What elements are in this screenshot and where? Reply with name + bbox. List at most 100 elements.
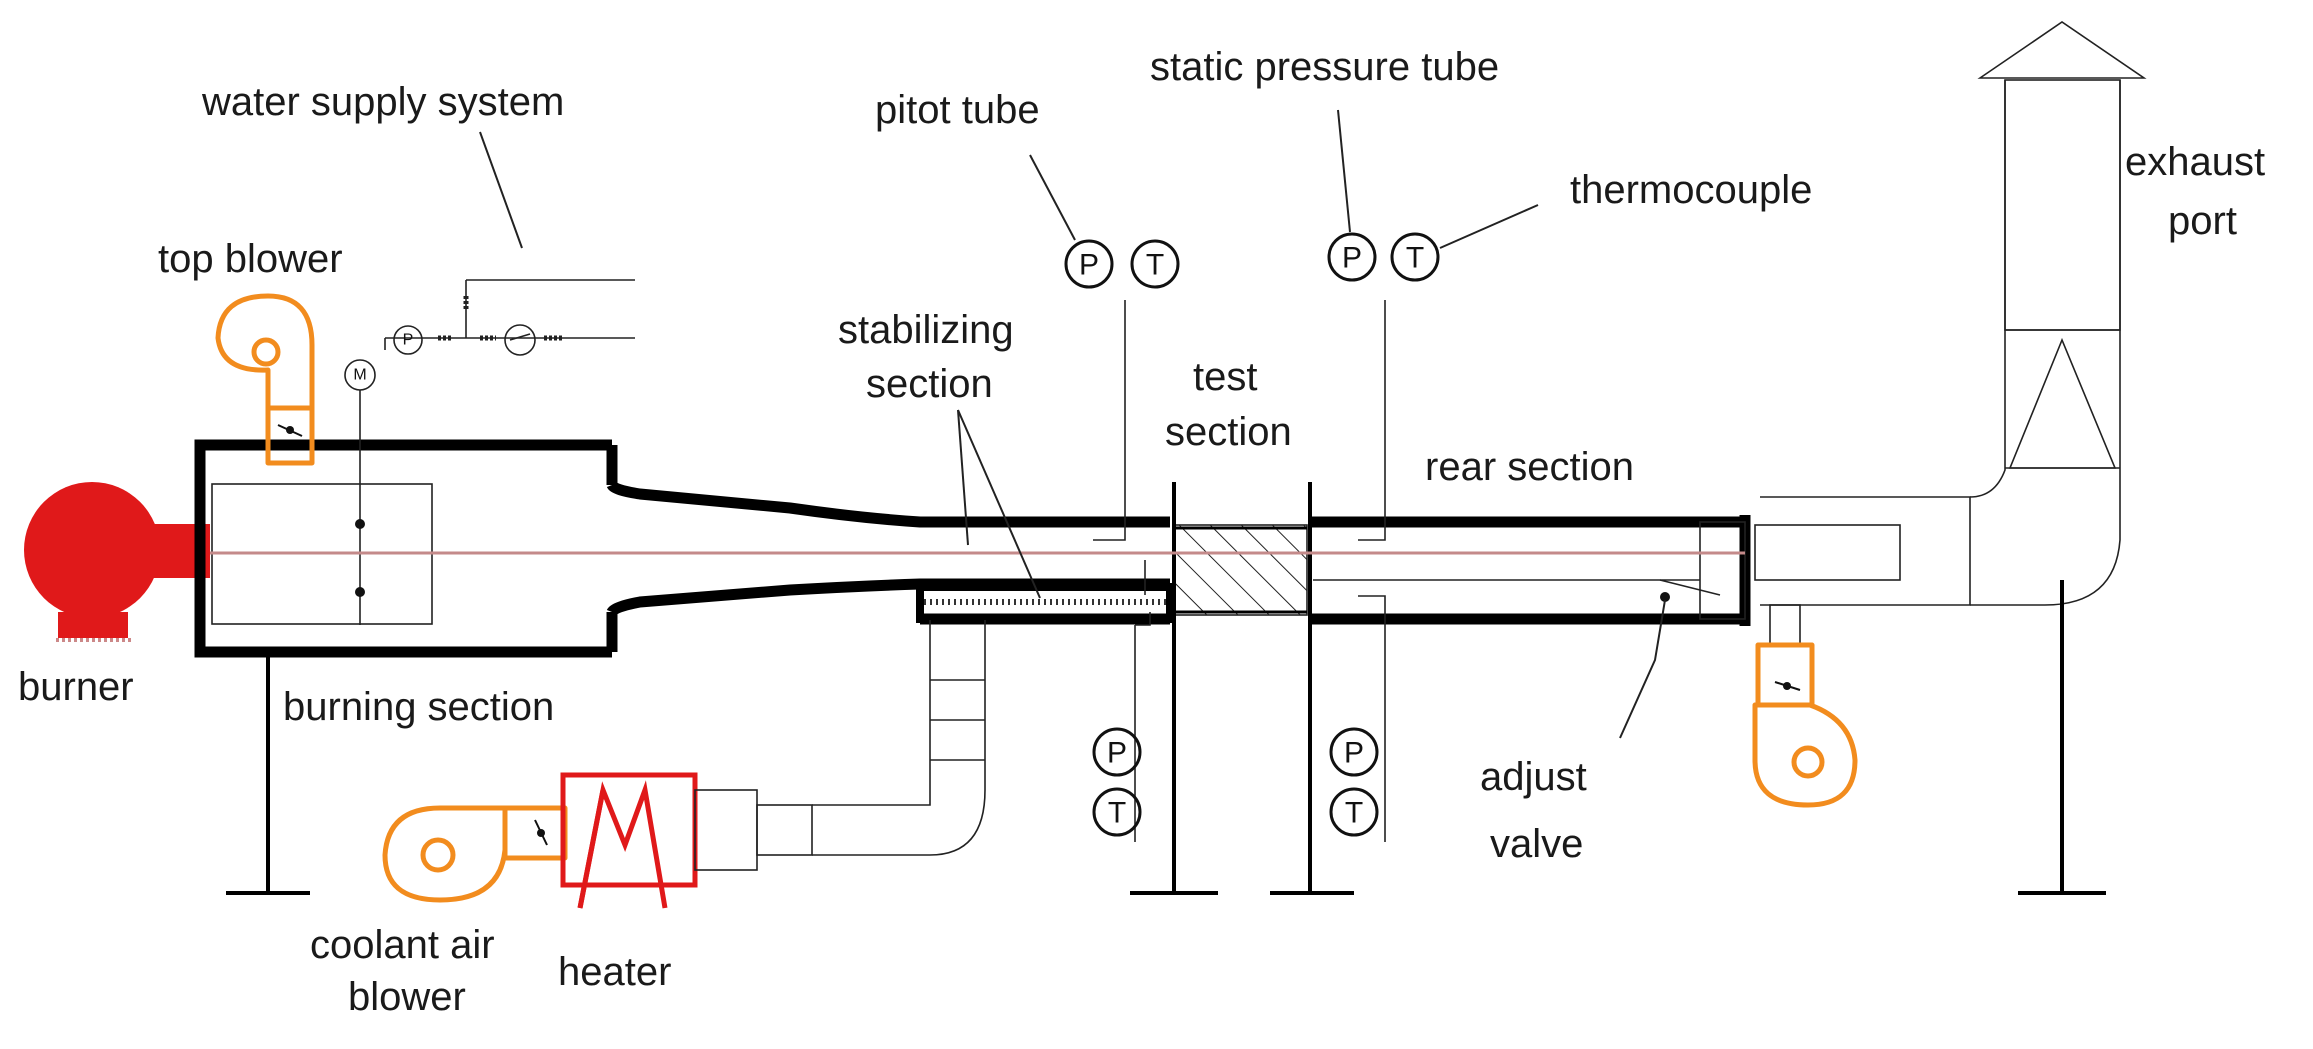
contraction-top — [606, 481, 1170, 528]
leader-adjust-valve — [1619, 599, 1666, 739]
label-static-pressure-tube: static pressure tube — [1150, 45, 1499, 89]
label-port: port — [2168, 199, 2237, 243]
lower-left-temperature-circle — [1092, 787, 1142, 837]
static-probe — [1358, 300, 1386, 541]
lower-probe-left-tip — [1135, 612, 1151, 626]
fuel-node-2 — [355, 587, 365, 597]
leader-static — [1337, 109, 1351, 233]
instrument-static-pt: P T — [1327, 232, 1440, 282]
top-blower-outlet — [265, 405, 315, 466]
exhaust-blower-hub — [1791, 745, 1825, 779]
exhaust-duct-inner — [1754, 524, 1901, 581]
water-pressure-gauge — [393, 325, 423, 355]
label-coolant-air: coolant air — [310, 923, 495, 967]
pitot-probe — [1093, 300, 1126, 541]
lower-right-pressure-symbol: P — [1344, 737, 1364, 770]
coolant-duct — [694, 620, 986, 871]
leader-lines — [479, 109, 1666, 739]
burner-unit — [24, 482, 210, 642]
exhaust-system — [1754, 21, 2147, 895]
burning-section — [194, 439, 618, 895]
water-flow-meter — [504, 324, 536, 356]
exhaust-blower-inlet — [1755, 642, 1815, 708]
exhaust-elbow-outer — [1969, 80, 2121, 606]
label-valve: valve — [1490, 822, 1583, 866]
lower-right-pressure-circle — [1329, 727, 1379, 777]
burner-body — [24, 482, 160, 618]
water-flow-meter-arrow — [509, 333, 531, 341]
top-blower-housing — [215, 293, 315, 411]
label-test: test — [1193, 355, 1257, 399]
pitot-temperature-symbol: T — [1146, 249, 1164, 282]
label-burner: burner — [18, 665, 134, 709]
leader-stabilizing-2 — [957, 409, 1041, 599]
label-exhaust: exhaust — [2125, 140, 2265, 184]
label-heater: heater — [558, 950, 671, 994]
exhaust-stack — [2004, 79, 2121, 331]
test-section — [1130, 482, 1354, 895]
lower-left-pressure-symbol: P — [1107, 737, 1127, 770]
leader-water-supply — [479, 131, 523, 249]
stabilizing-section — [916, 300, 1174, 842]
coolant-duct-2 — [756, 804, 813, 856]
test-section-hatch — [1174, 524, 1308, 616]
lower-left-temperature-symbol: T — [1108, 797, 1126, 830]
instrument-pitot-pt: P T — [1064, 239, 1180, 289]
coolant-blower-housing — [382, 805, 508, 903]
exhaust-elbow — [1760, 496, 1971, 606]
contraction-bottom — [606, 578, 1170, 616]
instrument-lower-right: P T — [1329, 727, 1379, 837]
leader-thermocouple — [1439, 204, 1539, 249]
label-burning-section: burning section — [283, 685, 554, 729]
heater-coil-left — [577, 789, 606, 909]
coolant-damper-pin — [537, 829, 545, 837]
motor-symbol: M — [353, 367, 366, 384]
exhaust-cone — [2008, 337, 2117, 469]
burning-chamber-wall — [194, 439, 612, 658]
heater-unit — [560, 772, 698, 909]
lower-left-pressure-circle — [1092, 727, 1142, 777]
lower-right-temperature-symbol: T — [1345, 797, 1363, 830]
pitot-temperature-circle — [1130, 239, 1180, 289]
label-blower: blower — [348, 975, 466, 1019]
leader-pitot — [1029, 154, 1076, 241]
static-pressure-circle — [1327, 232, 1377, 282]
label-rear-section: rear section — [1425, 445, 1634, 489]
exhaust-blower — [1752, 642, 1858, 808]
top-blower-damper-pin — [286, 426, 294, 434]
exhaust-blower-damper-pin — [1783, 682, 1791, 690]
water-supply-piping: M P — [344, 279, 635, 445]
contraction-nozzle — [606, 481, 1170, 616]
exhaust-cap — [1977, 21, 2147, 79]
fuel-node-1 — [355, 519, 365, 529]
label-thermocouple: thermocouple — [1570, 168, 1812, 212]
static-temperature-symbol: T — [1406, 242, 1424, 275]
rear-inner-duct — [1699, 521, 1746, 620]
burner-base — [58, 612, 128, 638]
label-stabilizing-section: section — [866, 362, 993, 406]
top-blower-hub — [251, 337, 281, 367]
instrument-lower-left: P T — [1092, 727, 1142, 837]
exhaust-blower-duct — [1769, 604, 1801, 646]
label-stabilizing: stabilizing — [838, 308, 1014, 352]
labels: water supply system top blower pitot tub… — [18, 45, 2265, 1019]
label-water-supply-system: water supply system — [201, 80, 564, 124]
leader-stabilizing-1 — [957, 409, 969, 546]
coolant-duct-1 — [694, 789, 758, 871]
coolant-duct-bend — [812, 620, 986, 856]
exhaust-blower-housing — [1752, 702, 1858, 808]
lower-right-temperature-circle — [1329, 787, 1379, 837]
coolant-blower-outlet — [502, 805, 568, 861]
adjust-valve-point — [1660, 592, 1670, 602]
static-temperature-circle — [1390, 232, 1440, 282]
pitot-pressure-circle — [1064, 239, 1114, 289]
label-top-blower: top blower — [158, 237, 343, 281]
label-pitot-tube: pitot tube — [875, 88, 1040, 132]
label-adjust: adjust — [1480, 755, 1587, 799]
rear-section — [1310, 300, 1751, 842]
label-test-section: section — [1165, 410, 1292, 454]
top-blower — [215, 293, 315, 466]
water-pressure-symbol: P — [403, 332, 414, 349]
